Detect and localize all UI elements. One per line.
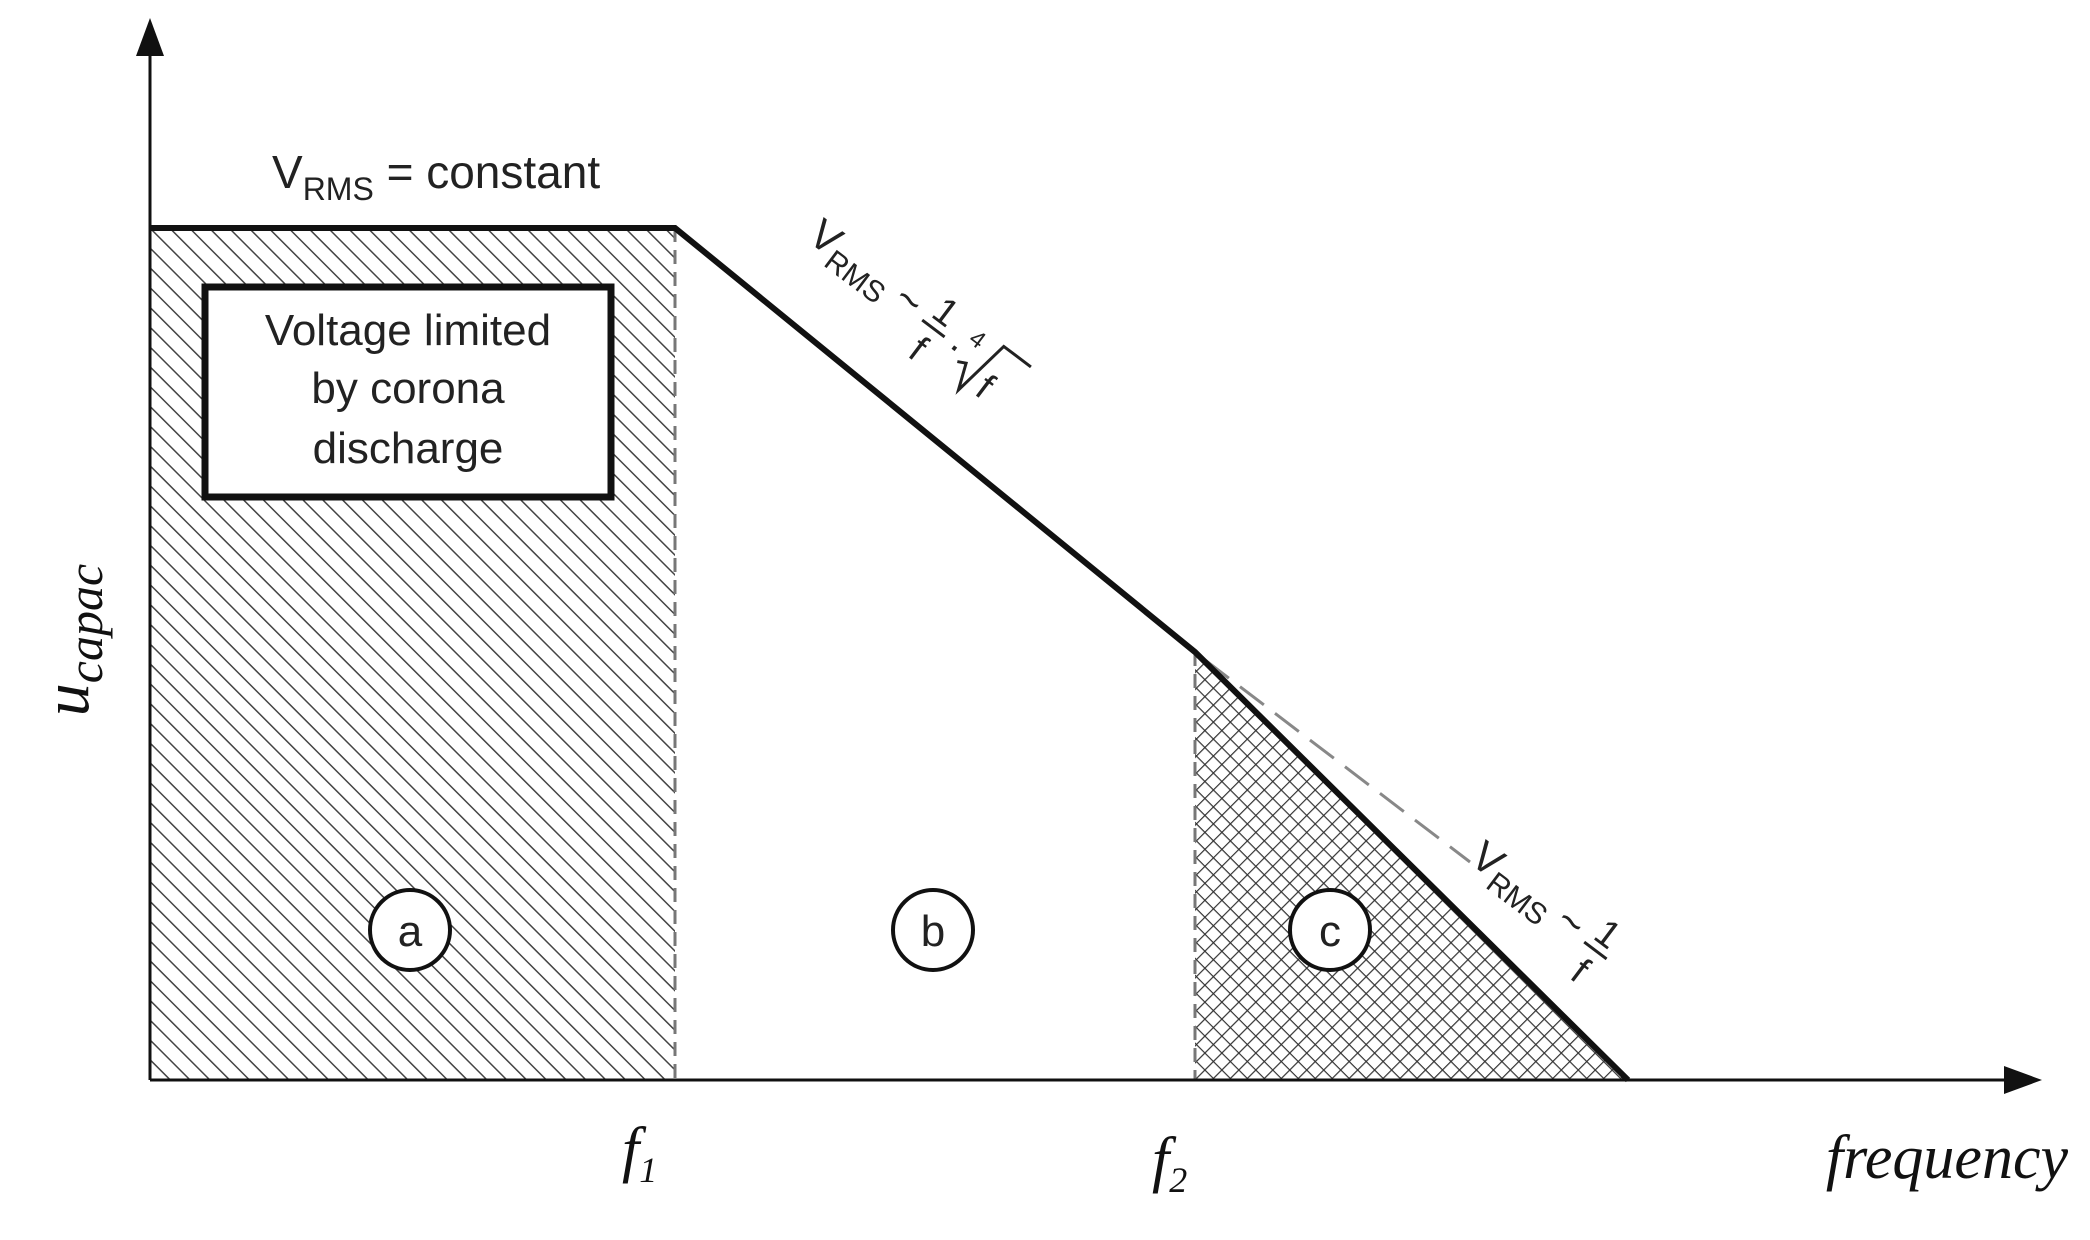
svg-text:b: b bbox=[921, 907, 945, 956]
callout-line-3: discharge bbox=[313, 424, 504, 473]
tick-label-f1: f1 bbox=[622, 1116, 657, 1190]
svg-text:c: c bbox=[1319, 907, 1341, 956]
svg-text:VRMS ~: VRMS ~ bbox=[796, 210, 934, 333]
svg-text:f: f bbox=[901, 329, 935, 369]
y-axis-arrow-icon bbox=[136, 18, 164, 56]
callout-line-1: Voltage limited bbox=[265, 306, 551, 355]
middle-annotation: VRMS ~ 1 f · 4 f bbox=[796, 210, 1032, 407]
svg-text:a: a bbox=[398, 907, 423, 956]
x-axis-label: frequency bbox=[1826, 1124, 2069, 1192]
region-b-label: b bbox=[891, 888, 975, 972]
region-a-label: a bbox=[368, 888, 452, 972]
y-axis-label: ucapac bbox=[30, 564, 113, 716]
callout-line-2: by corona bbox=[311, 364, 505, 413]
svg-text:f: f bbox=[1563, 951, 1597, 991]
voltage-envelope-line bbox=[150, 225, 1631, 1083]
region-c-label: c bbox=[1288, 888, 1372, 972]
tick-label-f2: f2 bbox=[1152, 1126, 1187, 1200]
top-annotation: VRMS = constant bbox=[272, 146, 600, 207]
svg-text:1: 1 bbox=[1586, 911, 1628, 957]
x-axis-arrow-icon bbox=[2004, 1066, 2042, 1094]
svg-text:f: f bbox=[968, 367, 1002, 407]
callout-box bbox=[201, 283, 615, 501]
extrapolated-dashed-line bbox=[1204, 658, 1471, 864]
